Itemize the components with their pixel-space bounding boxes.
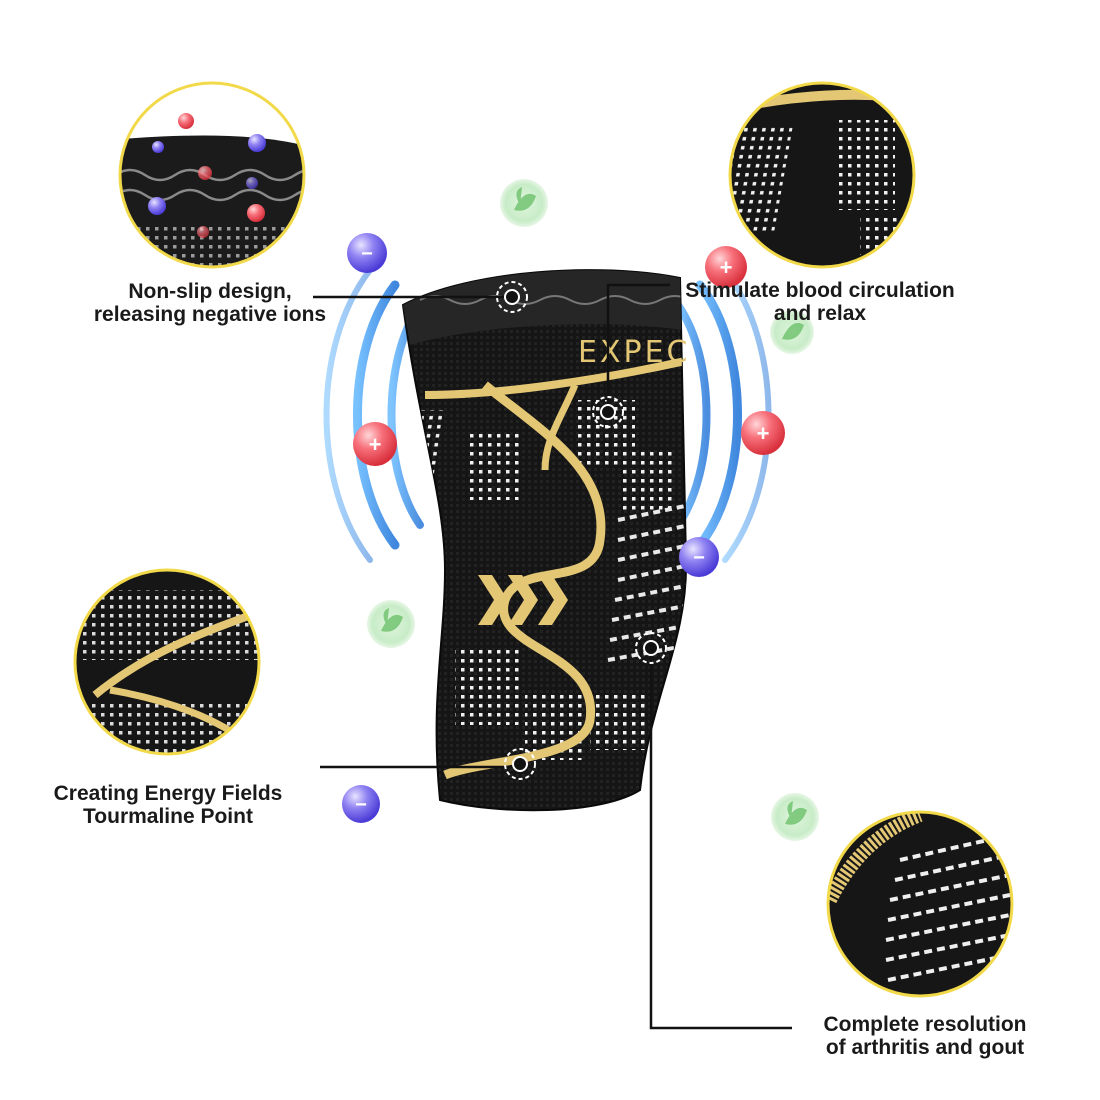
target-marker-icon [504, 748, 536, 780]
svg-text:−: − [693, 547, 705, 569]
herb-bubbles [367, 179, 819, 841]
svg-text:+: + [720, 255, 733, 280]
herb-leaf-icon [500, 179, 548, 227]
callout-blood-line1: Stimulate blood circulation [685, 279, 955, 302]
callout-energy-fields: Creating Energy Fields Tourmaline Point [40, 782, 296, 828]
negative-ion-icon: − [342, 785, 380, 823]
svg-text:−: − [361, 243, 373, 265]
callout-arthritis-line2: of arthritis and gout [825, 1036, 1025, 1059]
zoom-detail-non-slip [118, 81, 306, 269]
positive-ion-icon: + [353, 422, 397, 466]
svg-text:−: − [355, 794, 367, 816]
svg-text:+: + [757, 421, 770, 446]
callout-arthritis: Complete resolution of arthritis and gou… [805, 1013, 1045, 1059]
herb-leaf-icon [770, 310, 814, 354]
target-marker-icon [496, 281, 528, 313]
callout-non-slip-line2: releasing negative ions [93, 303, 327, 326]
callout-energy-line2: Tourmaline Point [83, 805, 253, 828]
callout-arthritis-line1: Complete resolution [823, 1013, 1027, 1036]
positive-ion-icon: + [741, 411, 785, 455]
zoom-detail-energy-fields [73, 568, 261, 756]
negative-ion-icon: − [679, 537, 719, 577]
callout-blood-line2: and relax [773, 302, 867, 325]
zoom-detail-arthritis [826, 810, 1014, 998]
callout-non-slip-line1: Non-slip design, [128, 280, 292, 303]
svg-text:+: + [369, 432, 382, 457]
brand-logo-text: EXPEC [578, 335, 691, 370]
callout-blood-circulation: Stimulate blood circulation and relax [670, 279, 970, 325]
ion-particles: − + + + − − [342, 233, 785, 823]
callout-lines [313, 283, 792, 1030]
callout-non-slip: Non-slip design, releasing negative ions [80, 280, 340, 326]
herb-leaf-icon [771, 793, 819, 841]
positive-ion-icon: + [705, 246, 747, 288]
callout-markers [496, 281, 667, 780]
target-marker-icon [635, 632, 667, 664]
herb-leaf-icon [367, 600, 415, 648]
target-marker-icon [592, 396, 624, 428]
callout-energy-line1: Creating Energy Fields [53, 782, 283, 805]
knee-sleeve: EXPEC [401, 269, 691, 812]
zoom-detail-blood-circulation [728, 81, 916, 269]
negative-ion-icon: − [347, 233, 387, 273]
